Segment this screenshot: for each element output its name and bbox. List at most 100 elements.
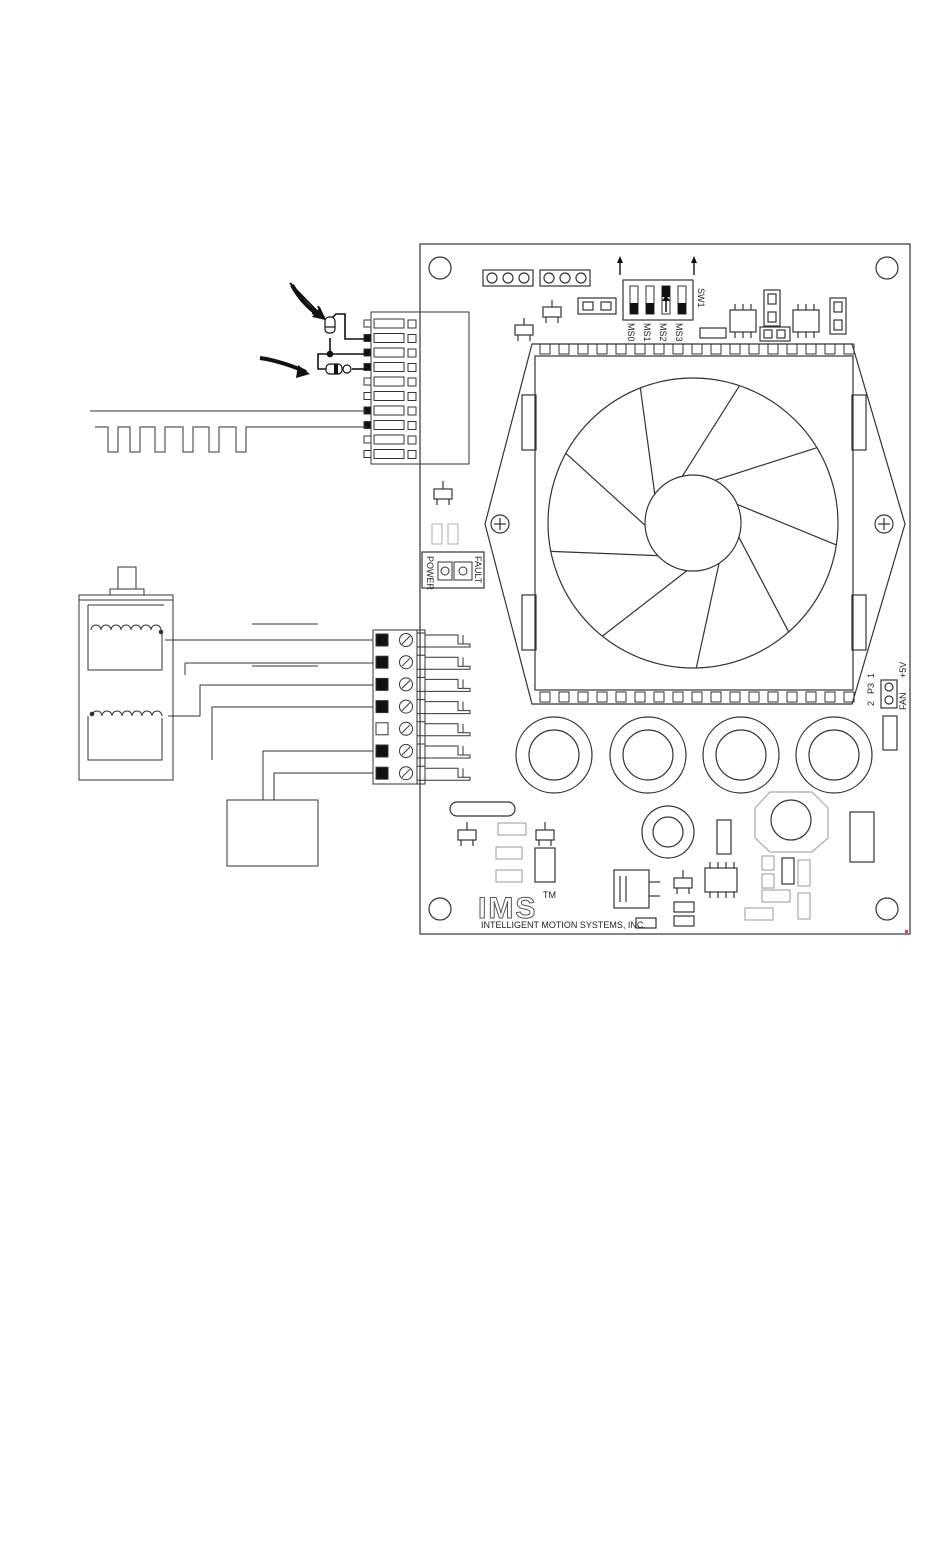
fin-tab-top	[768, 344, 778, 354]
smd-pad-group-2	[745, 856, 810, 920]
io-pin	[364, 335, 371, 342]
io-pin-contact	[408, 364, 416, 372]
transistor-top-1	[543, 300, 561, 323]
fin-tab-top	[616, 344, 626, 354]
smd-pad-group-1	[496, 823, 526, 882]
resistor-small	[700, 328, 726, 338]
crystal-oscillator	[450, 802, 515, 816]
wire-phase-a-bar	[185, 663, 373, 675]
fin-tab-top	[654, 344, 664, 354]
capacitor-2	[610, 717, 686, 793]
wire-phase-b	[168, 685, 373, 716]
power-led-label: POWER	[425, 556, 435, 591]
io-pin	[364, 378, 371, 385]
cooling-fan	[548, 378, 838, 668]
terminal-pad	[376, 701, 388, 713]
io-connector	[364, 312, 469, 464]
fin-tab-bottom	[654, 692, 664, 702]
signal-pulse-train	[95, 427, 366, 452]
wire-supply-ground	[274, 773, 373, 800]
power-transistor	[614, 870, 660, 908]
input-diode	[326, 364, 351, 374]
motor-winding-a	[88, 605, 162, 670]
fin-tab-bottom	[825, 692, 835, 702]
heatsink-screw-left	[491, 515, 509, 533]
capacitor-4	[796, 717, 872, 793]
wire-supply-positive	[263, 751, 373, 800]
switch-position-ms1: MS1	[642, 323, 652, 342]
heatsink-inner	[535, 356, 853, 690]
trademark-symbol: TM	[543, 890, 556, 900]
led-indicator-block: POWER FAULT	[422, 552, 484, 591]
fin-tab-bottom	[692, 692, 702, 702]
fin-tab-bottom	[787, 692, 797, 702]
fin-tab-top	[635, 344, 645, 354]
header-connector-right	[540, 270, 590, 286]
heatsink-clip-tl	[522, 395, 536, 450]
io-pin-slot	[374, 377, 404, 386]
ic-chip-2	[793, 304, 819, 338]
io-pin-contact	[408, 335, 416, 343]
transistor-top-2	[515, 318, 533, 341]
fan-blade	[737, 504, 836, 545]
fan-blade	[715, 448, 817, 481]
io-pin-slot	[374, 406, 404, 415]
io-pin	[364, 320, 371, 327]
fin-tab-bottom	[559, 692, 569, 702]
fan-voltage-label: +5V	[898, 662, 908, 678]
switch-label-sw1: SW1	[696, 288, 706, 308]
motor-winding-b	[88, 716, 162, 760]
io-pin-slot	[374, 334, 404, 343]
fin-tab-top	[711, 344, 721, 354]
io-pin-slot	[374, 421, 404, 430]
callout-arrow-2-head	[296, 365, 310, 378]
toroid-inductor	[642, 806, 694, 858]
transistor-bottom-1	[458, 822, 476, 846]
transistor-bottom-3	[674, 870, 692, 894]
fan-blade	[739, 537, 789, 632]
motor-shaft	[118, 567, 136, 589]
motor-wires	[165, 624, 373, 760]
fuse	[850, 812, 874, 862]
io-pin-contact	[408, 393, 416, 401]
power-supply-wiring	[227, 751, 373, 866]
board-outline	[420, 244, 910, 934]
fin-tab-top	[673, 344, 683, 354]
diode-bottom	[535, 848, 555, 882]
io-pin	[364, 393, 371, 400]
fan-blade	[566, 453, 645, 525]
fan-blade	[602, 571, 687, 637]
fan-blade	[682, 386, 739, 477]
fin-tab-top	[692, 344, 702, 354]
io-pin-slot	[374, 392, 404, 401]
motor-power-connector	[373, 630, 470, 784]
coil-turns	[92, 711, 162, 716]
power-led	[441, 567, 449, 575]
mounting-hole-top-right	[876, 257, 898, 279]
io-pin-slot	[374, 363, 404, 372]
input-resistor	[325, 317, 335, 333]
transistor-left-mid	[434, 481, 452, 505]
fault-led	[459, 567, 467, 575]
fin-tab-bottom	[616, 692, 626, 702]
wire-phase-b-bar	[212, 707, 373, 760]
terminal-pad	[376, 634, 388, 646]
company-name: INTELLIGENT MOTION SYSTEMS, INC.	[481, 920, 646, 930]
coil-turns	[91, 625, 161, 630]
fin-tab-top	[825, 344, 835, 354]
fin-tab-bottom	[578, 692, 588, 702]
fan-header-p3	[881, 680, 897, 708]
fault-led-label: FAULT	[473, 556, 483, 584]
io-pin-contact	[408, 407, 416, 415]
smd-pads-led-area	[432, 524, 458, 544]
fin-tab-bottom	[806, 692, 816, 702]
io-pin-slot	[374, 348, 404, 357]
dip-switch-sw1: SW1 MS0 MS1 MS2 MS3	[617, 256, 706, 342]
voltage-regulator	[755, 792, 828, 852]
io-pin-slot	[374, 319, 404, 328]
io-pin	[364, 436, 371, 443]
jumper-vertical-2	[830, 298, 846, 334]
io-pin-contact	[408, 422, 416, 430]
fan-p3-label: P3	[866, 683, 876, 694]
